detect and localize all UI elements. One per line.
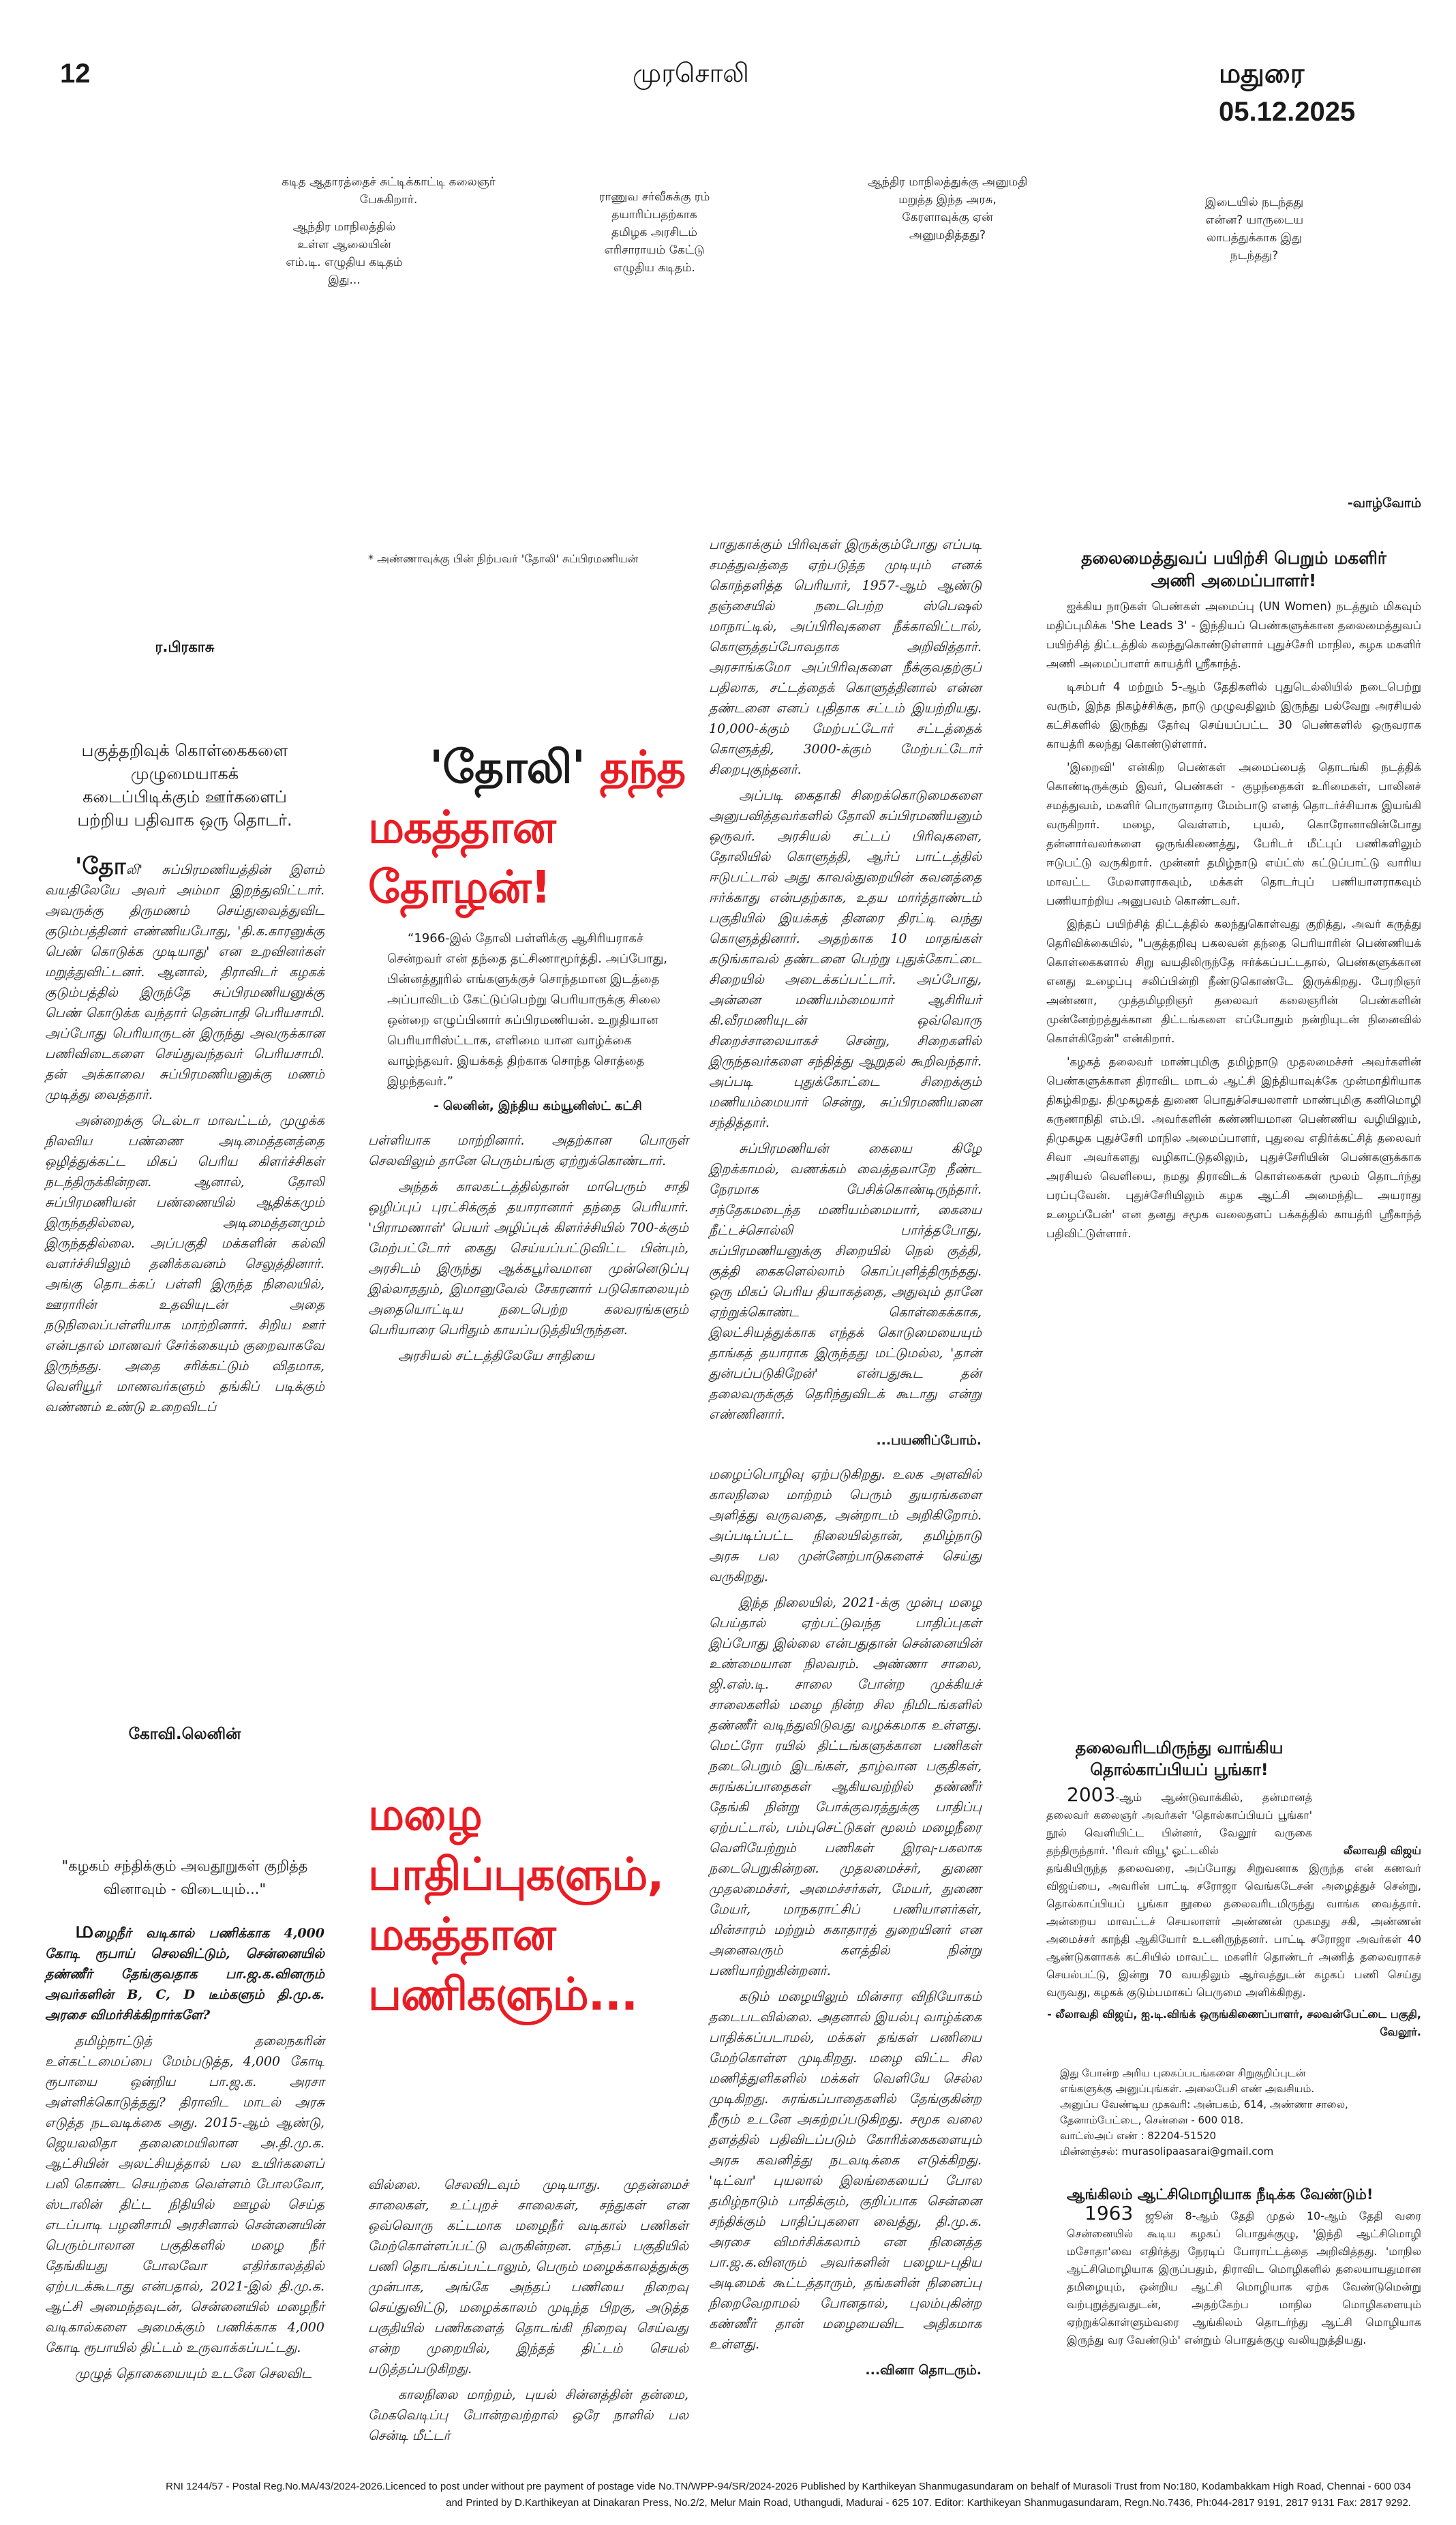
- paragraph: தமிழ்நாட்டுத் தலைநகரின் உள்கட்டமைப்பை மே…: [45, 2033, 324, 2355]
- photo-caption: ராணுவ சர்வீசுக்கு ரம் தயாரிப்பதற்காக தமி…: [598, 190, 710, 275]
- imprint-line: and Printed by D.Karthikeyan at Dinakara…: [446, 2497, 1411, 2509]
- photo-caption: ஆந்திர மாநிலத்துக்கு அனுமதி மறுத்த இந்த …: [867, 175, 1028, 242]
- article-column: வில்லை. செலவிடவும் முடியாது. முதன்மைச் ச…: [368, 2175, 688, 2451]
- article-column: பள்ளியாக மாற்றினார். அதற்கான பொருள் செலவ…: [368, 1130, 688, 1372]
- paragraph: இந்த நிலையில், 2021-க்கு முன்பு மழை பெய்…: [709, 1595, 982, 1978]
- bottom-section: கோவி.லெனின் "கழகம் சந்திக்கும் அவதூறுகள்…: [0, 1464, 1456, 2451]
- paragraph: கடும் மழையிலும் மின்சார விநியோகம் தடைபடவ…: [709, 1989, 982, 2352]
- page-header: 12 முரசொலி மதுரை 05.12.2025: [0, 0, 1456, 127]
- article-column: பாதுகாக்கும் பிரிவுகள் இருக்கும்போது எப்…: [709, 534, 982, 1430]
- notice-line: அனுப்ப வேண்டிய முகவரி: அன்பகம், 614, அண்…: [1060, 2098, 1348, 2111]
- photo-label: லீலாவதி விஜய்: [1343, 1844, 1421, 1857]
- paragraph: இந்தப் பயிற்சித் திட்டத்தில் கலந்துகொள்வ…: [1046, 918, 1421, 1045]
- paragraph: -ஆம் ஆண்டுவாக்கில், தன்மானத் தலைவர் கலைஞ…: [1046, 1791, 1312, 1857]
- lead-number: 1963: [1085, 2202, 1134, 2224]
- headline-line2: மகத்தான தோழன்!: [368, 801, 556, 913]
- headline: தலைவரிடமிருந்து வாங்கிய தொல்காப்பியப் பூ…: [1075, 1738, 1284, 1779]
- article-body: ஐக்கிய நாடுகள் பெண்கள் அமைப்பு (UN Women…: [1046, 597, 1421, 1248]
- top-section: ர.பிரகாசு பகுத்தறிவுக் கொள்கைகளை முழுமைய…: [0, 494, 1456, 1451]
- continued-label: ...வினா தொடரும்.: [865, 2363, 982, 2378]
- masthead-title: முரசொலி: [633, 59, 749, 88]
- imprint-line: RNI 1244/57 - Postal Reg.No.MA/43/2024-2…: [166, 2481, 1411, 2492]
- headline-line2: மகத்தான பணிகளும்...: [368, 1908, 638, 2021]
- paragraph: லி' சுப்பிரமணியத்தின் இளம் வயதிலேயே அவர்…: [45, 862, 324, 1102]
- paragraph: அந்தக் காலகட்டத்தில்தான் மாபெரும் சாதி ஒ…: [368, 1179, 688, 1337]
- drop-cap: ம: [75, 1916, 94, 1944]
- headline-black-part: 'தோலி': [429, 741, 586, 793]
- article-signoff: -வாழ்வோம்: [1347, 496, 1421, 511]
- headline-line1: மழை பாதிப்புகளும்,: [368, 1788, 664, 1901]
- quote-text: “1966-இல் தோலி பள்ளிக்கு ஆசிரியராகச் சென…: [387, 931, 668, 1089]
- article-body: 1963 ஜூன் 8-ஆம் தேதி முதல் 10-ஆம் தேதி வ…: [1046, 2202, 1421, 2349]
- paragraph: 'இறைவி' என்கிற பெண்கள் அமைப்பைத் தொடங்கி…: [1046, 761, 1421, 907]
- lead-number: 2003: [1067, 1783, 1116, 1806]
- paragraph: பள்ளியாக மாற்றினார். அதற்கான பொருள் செலவ…: [368, 1133, 688, 1168]
- article-column: மழைப்பொழிவு ஏற்படுகிறது. உலக அளவில் காலந…: [709, 1464, 982, 2360]
- paragraph: அரசியல் சட்டத்திலேயே சாதியை: [398, 1348, 594, 1363]
- paragraph: காலநிலை மாற்றம், புயல் சின்னத்தின் தன்மை…: [368, 2387, 688, 2443]
- article-intro: "கழகம் சந்திக்கும் அவதூறுகள் குறித்த வின…: [61, 1858, 308, 1897]
- drop-cap: 'தோ: [75, 853, 126, 880]
- question: மழைநீர் வடிகால் பணிக்காக 4,000 கோடி ரூபா…: [45, 1918, 324, 2025]
- email-link[interactable]: மின்னஞ்சல்: murasolipaasarai@gmail.com: [1060, 2145, 1274, 2158]
- notice-line: வாட்ஸ்அப் எண் : 82204-51520: [1060, 2130, 1217, 2142]
- paragraph: முழுத் தொகையையும் உடனே செலவிட: [75, 2366, 312, 2381]
- article-column: 'தோலி' சுப்பிரமணியத்தின் இளம் வயதிலேயே அ…: [45, 853, 324, 1423]
- paragraph: 'கழகத் தலைவர் மாண்புமிகு தமிழ்நாடு முதலம…: [1046, 1055, 1421, 1240]
- submission-notice: இது போன்ற அரிய புகைப்படங்களை சிறுகுறிப்ப…: [1046, 2066, 1421, 2160]
- byline: - லீலாவதி விஜய், ஐ.டி.விங்க் ஒருங்கிணைப்…: [1047, 2008, 1421, 2038]
- paragraph: வில்லை. செலவிடவும் முடியாது. முதன்மைச் ச…: [368, 2177, 688, 2376]
- pull-quote: “1966-இல் தோலி பள்ளிக்கு ஆசிரியராகச் சென…: [368, 928, 688, 1117]
- article-intro: பகுத்தறிவுக் கொள்கைகளை முழுமையாகக் கடைப்…: [77, 741, 292, 830]
- imprint-footer: RNI 1244/57 - Postal Reg.No.MA/43/2024-2…: [95, 2479, 1411, 2511]
- headline: தலைமைத்துவப் பயிற்சி பெறும் மகளிர் அணி அ…: [1081, 548, 1386, 590]
- photo-caption: ஆந்திர மாநிலத்தில் உள்ள ஆலையின் எம்.டி. …: [286, 220, 403, 287]
- photo-caption: * அண்ணாவுக்கு பின் நிற்பவர் 'தோலி' சுப்ப…: [368, 552, 639, 565]
- headline-red-part: தந்த: [599, 741, 686, 793]
- continued-label: ...பயணிப்போம்.: [876, 1433, 982, 1448]
- paragraph: பாதுகாக்கும் பிரிவுகள் இருக்கும்போது எப்…: [709, 537, 982, 777]
- paragraph: ஐக்கிய நாடுகள் பெண்கள் அமைப்பு (UN Women…: [1046, 600, 1421, 670]
- notice-line: எங்களுக்கு அனுப்புங்கள். அலைபேசி எண் அவச…: [1060, 2083, 1315, 2095]
- paragraph: டிசம்பர் 4 மற்றும் 5-ஆம் தேதிகளில் புதுட…: [1046, 680, 1421, 751]
- paragraph: சுப்பிரமணியன் கையை கிழே இறக்காமல், வணக்க…: [709, 1141, 982, 1422]
- photo-caption-row: கடித ஆதாரத்தைச் சுட்டிக்காட்டி கலைஞர் பே…: [0, 173, 1456, 289]
- photo-caption: கடித ஆதாரத்தைச் சுட்டிக்காட்டி கலைஞர் பே…: [282, 175, 496, 207]
- article-column: மழைநீர் வடிகால் பணிக்காக 4,000 கோடி ரூபா…: [45, 1918, 324, 2389]
- author-byline: ர.பிரகாசு: [155, 639, 215, 655]
- quote-attribution: - லெனின், இந்திய கம்யூனிஸ்ட் கட்சி: [434, 1099, 642, 1113]
- headline: ஆங்கிலம் ஆட்சிமொழியாக நீடிக்க வேண்டும்!: [1067, 2186, 1374, 2203]
- paragraph: அப்படி கைதாகி சிறைக்கொடுமைகளை அனுபவித்தவ…: [709, 788, 982, 1130]
- page-number: 12: [60, 59, 91, 89]
- article-body: 2003-ஆம் ஆண்டுவாக்கில், தன்மானத் தலைவர் …: [1046, 1783, 1421, 2041]
- notice-line: இது போன்ற அரிய புகைப்படங்களை சிறுகுறிப்ப…: [1060, 2067, 1306, 2079]
- notice-line: தேனாம்பேட்டை, சென்னை - 600 018.: [1060, 2114, 1244, 2126]
- paragraph: மழைப்பொழிவு ஏற்படுகிறது. உலக அளவில் காலந…: [709, 1467, 982, 1584]
- paragraph: அன்றைக்கு டெல்டா மாவட்டம், முழுக்க நிலவி…: [45, 1113, 324, 1415]
- edition-date: மதுரை 05.12.2025: [1219, 59, 1356, 127]
- headline: 'தோலி' தந்த: [368, 738, 688, 798]
- paragraph: தங்கியிருந்த தலைவரை, அப்போது சிறுவனாக இர…: [1046, 1862, 1421, 1999]
- question-text: ழைநீர் வடிகால் பணிக்காக 4,000 கோடி ரூபாய…: [45, 1926, 324, 2023]
- photo-caption: இடையில் நடந்தது என்ன? யாருடைய லாபத்துக்க…: [1204, 196, 1304, 262]
- paragraph: ஜூன் 8-ஆம் தேதி முதல் 10-ஆம் தேதி வரை செ…: [1067, 2209, 1421, 2346]
- author-byline: கோவி.லெனின்: [128, 1725, 241, 1743]
